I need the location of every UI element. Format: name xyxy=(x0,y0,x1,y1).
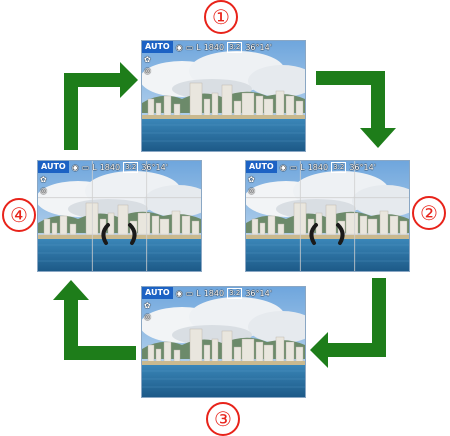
beach-city-photo xyxy=(142,287,305,397)
time-readout: 36°14' xyxy=(245,42,272,52)
aspect-ratio: 3:2 xyxy=(331,161,347,173)
stabilizer-icon: ◉ xyxy=(175,42,183,52)
step-number-2: ② xyxy=(412,196,446,230)
stabilizer-icon: ◉ xyxy=(71,162,79,172)
time-readout: 36°14' xyxy=(245,288,272,298)
shot-count: 1840 xyxy=(203,42,225,52)
quality: L xyxy=(92,162,97,172)
arrow-4-to-1 xyxy=(64,62,138,150)
white-balance-icon: ✿ xyxy=(144,301,151,310)
quality: L xyxy=(196,42,201,52)
aspect-ratio: 3:2 xyxy=(227,287,243,299)
arrow-3-to-4 xyxy=(53,280,136,360)
white-balance-icon: ✿ xyxy=(40,175,47,184)
drive-mode-icon: ▭ xyxy=(81,162,90,172)
beach-city-photo xyxy=(38,161,201,271)
metering-icon: ◎ xyxy=(144,312,151,321)
step-number-1: ① xyxy=(204,0,238,34)
step-number-4: ④ xyxy=(2,198,36,232)
aspect-ratio: 3:2 xyxy=(227,41,243,53)
side-icons: ✿ ◎ xyxy=(144,301,151,321)
drive-mode-icon: ▭ xyxy=(185,42,194,52)
osd-bar: AUTO ◉ ▭ L 1840 3:2 36°14' xyxy=(246,161,376,173)
osd-bar: AUTO ◉ ▭ L 1840 3:2 36°14' xyxy=(38,161,168,173)
shot-count: 1840 xyxy=(203,288,225,298)
side-icons: ✿ ◎ xyxy=(144,55,151,75)
metering-icon: ◎ xyxy=(248,186,255,195)
arrow-1-to-2 xyxy=(316,71,396,148)
beach-city-photo xyxy=(246,161,409,271)
white-balance-icon: ✿ xyxy=(248,175,255,184)
screen-1: AUTO ◉ ▭ L 1840 3:2 36°14' ✿ ◎ xyxy=(141,40,306,152)
aspect-ratio: 3:2 xyxy=(123,161,139,173)
metering-icon: ◎ xyxy=(40,186,47,195)
time-readout: 36°14' xyxy=(141,162,168,172)
quality: L xyxy=(196,288,201,298)
white-balance-icon: ✿ xyxy=(144,55,151,64)
side-icons: ✿ ◎ xyxy=(248,175,255,195)
osd-bar: AUTO ◉ ▭ L 1840 3:2 36°14' xyxy=(142,287,272,299)
mode-badge: AUTO xyxy=(38,161,69,173)
side-icons: ✿ ◎ xyxy=(40,175,47,195)
drive-mode-icon: ▭ xyxy=(289,162,298,172)
mode-badge: AUTO xyxy=(246,161,277,173)
mode-badge: AUTO xyxy=(142,41,173,53)
shot-count: 1840 xyxy=(307,162,329,172)
metering-icon: ◎ xyxy=(144,66,151,75)
time-readout: 36°14' xyxy=(349,162,376,172)
arrow-2-to-3 xyxy=(310,278,386,368)
stabilizer-icon: ◉ xyxy=(175,288,183,298)
osd-bar: AUTO ◉ ▭ L 1840 3:2 36°14' xyxy=(142,41,272,53)
drive-mode-icon: ▭ xyxy=(185,288,194,298)
screen-3: AUTO ◉ ▭ L 1840 3:2 36°14' ✿ ◎ xyxy=(141,286,306,398)
shot-count: 1840 xyxy=(99,162,121,172)
step-number-3: ③ xyxy=(206,402,240,436)
beach-city-photo xyxy=(142,41,305,151)
quality: L xyxy=(300,162,305,172)
mode-badge: AUTO xyxy=(142,287,173,299)
screen-4: AUTO ◉ ▭ L 1840 3:2 36°14' ✿ ◎ xyxy=(37,160,202,272)
stabilizer-icon: ◉ xyxy=(279,162,287,172)
